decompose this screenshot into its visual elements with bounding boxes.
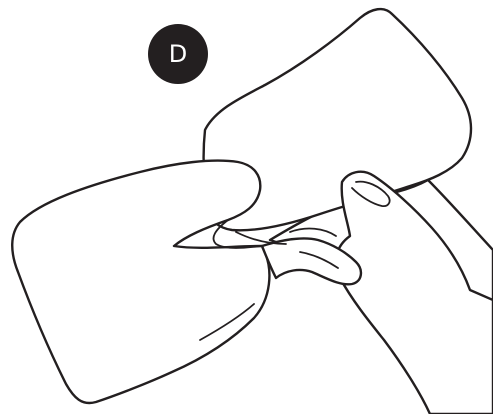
backing-liner-icon xyxy=(12,161,269,403)
thumb-icon xyxy=(336,172,493,414)
step-letter: D xyxy=(169,42,187,66)
step-badge: D xyxy=(148,24,208,84)
